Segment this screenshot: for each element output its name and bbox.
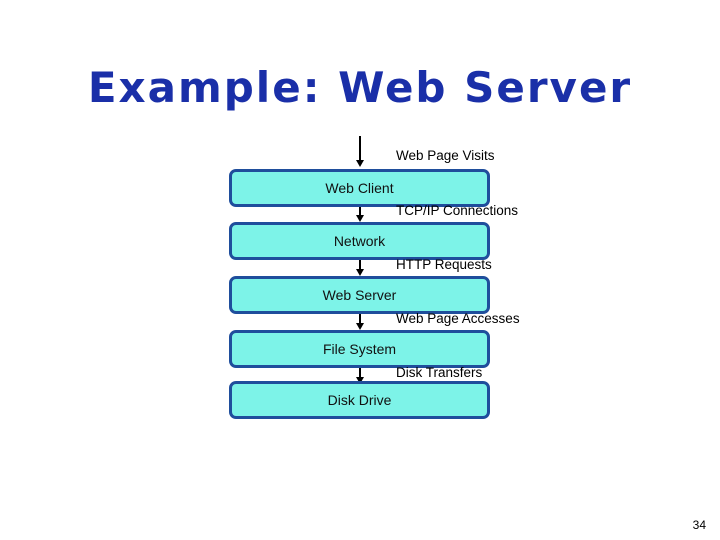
node-web-client[interactable]: Web Client [229, 169, 490, 207]
node-label: Web Server [322, 287, 397, 303]
edge-label-http-requests: HTTP Requests [396, 257, 492, 272]
edge-label-tcp-ip-connections: TCP/IP Connections [396, 203, 519, 218]
edge-label-web-page-accesses: Web Page Accesses [396, 311, 520, 326]
page-number: 34 [692, 518, 706, 532]
node-label: Network [333, 233, 386, 249]
arrow-to-web-client [356, 136, 364, 167]
node-web-server[interactable]: Web Server [229, 276, 490, 314]
arrow-file-system-to-disk-drive [356, 368, 364, 384]
node-network[interactable]: Network [229, 222, 490, 260]
edge-label-disk-transfers: Disk Transfers [396, 365, 483, 380]
node-disk-drive[interactable]: Disk Drive [229, 381, 490, 419]
node-file-system[interactable]: File System [229, 330, 490, 368]
edge-label-web-page-visits: Web Page Visits [396, 148, 495, 163]
arrow-network-to-web-server [356, 260, 364, 276]
arrow-web-server-to-file-system [356, 314, 364, 330]
page-title: Example: Web Server [87, 63, 633, 112]
node-label: Disk Drive [327, 392, 392, 408]
node-label: Web Client [325, 180, 394, 196]
node-label: File System [322, 341, 397, 357]
arrow-web-client-to-network [356, 207, 364, 222]
